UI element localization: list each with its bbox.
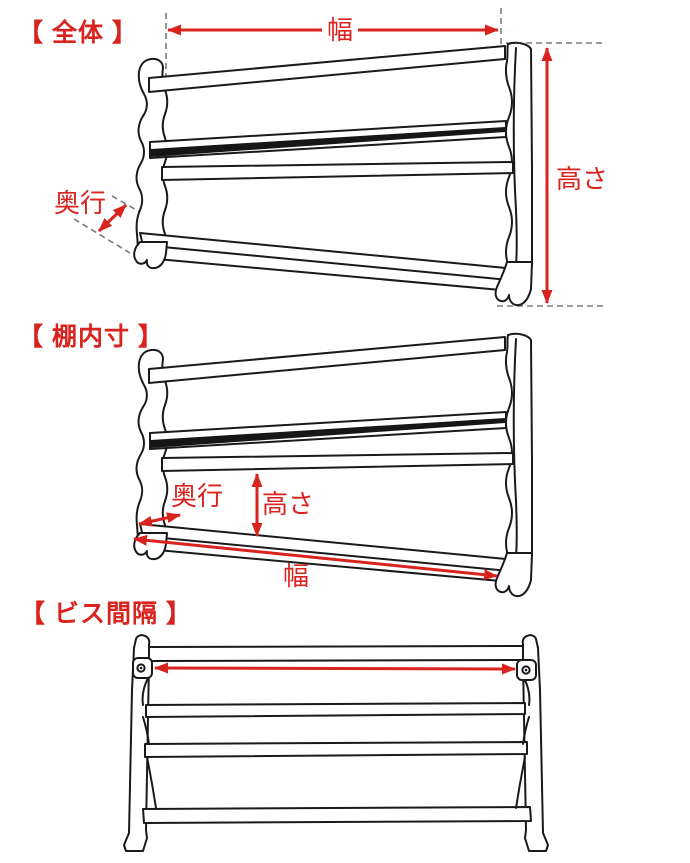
rack-perspective-view-2 bbox=[133, 332, 533, 598]
depth-arrow bbox=[97, 203, 128, 233]
section-title-screw-spacing: 【 ビス間隔 】 bbox=[20, 600, 192, 628]
screw-spacing-arrow bbox=[154, 662, 516, 675]
rack-perspective-view bbox=[133, 41, 533, 307]
left-screw-center bbox=[139, 666, 143, 670]
right-screw-center bbox=[524, 668, 528, 672]
left-post-profile bbox=[141, 677, 157, 809]
dash-depth-lower bbox=[73, 218, 131, 254]
diagram-overall: 幅 高さ 奥行 bbox=[54, 8, 608, 307]
right-screw-icon bbox=[521, 665, 531, 675]
inner-depth-arrow bbox=[138, 512, 181, 527]
front-rail-3 bbox=[144, 741, 528, 758]
diagram-screw-spacing bbox=[123, 634, 549, 852]
depth-label: 奥行 bbox=[54, 188, 106, 218]
width-label: 幅 bbox=[327, 15, 353, 45]
section-title-overall: 【 全体 】 bbox=[18, 18, 138, 47]
inner-width-label: 幅 bbox=[283, 561, 309, 591]
section-title-shelf-inner: 【 棚内寸 】 bbox=[18, 323, 164, 351]
width-label-backdrop bbox=[322, 15, 358, 44]
inner-depth-label: 奥行 bbox=[171, 481, 223, 511]
height-label: 高さ bbox=[556, 164, 608, 194]
left-screw-icon bbox=[136, 663, 146, 673]
front-bottom-shelf bbox=[142, 806, 532, 824]
left-screw-plate bbox=[132, 657, 153, 679]
front-top-rail bbox=[148, 645, 524, 662]
diagram-shelf-inner: 奥行 高さ 幅 bbox=[133, 332, 533, 598]
inner-height-label: 高さ bbox=[262, 489, 314, 519]
front-rail-2 bbox=[145, 702, 526, 718]
inner-width-arrow bbox=[133, 534, 498, 581]
